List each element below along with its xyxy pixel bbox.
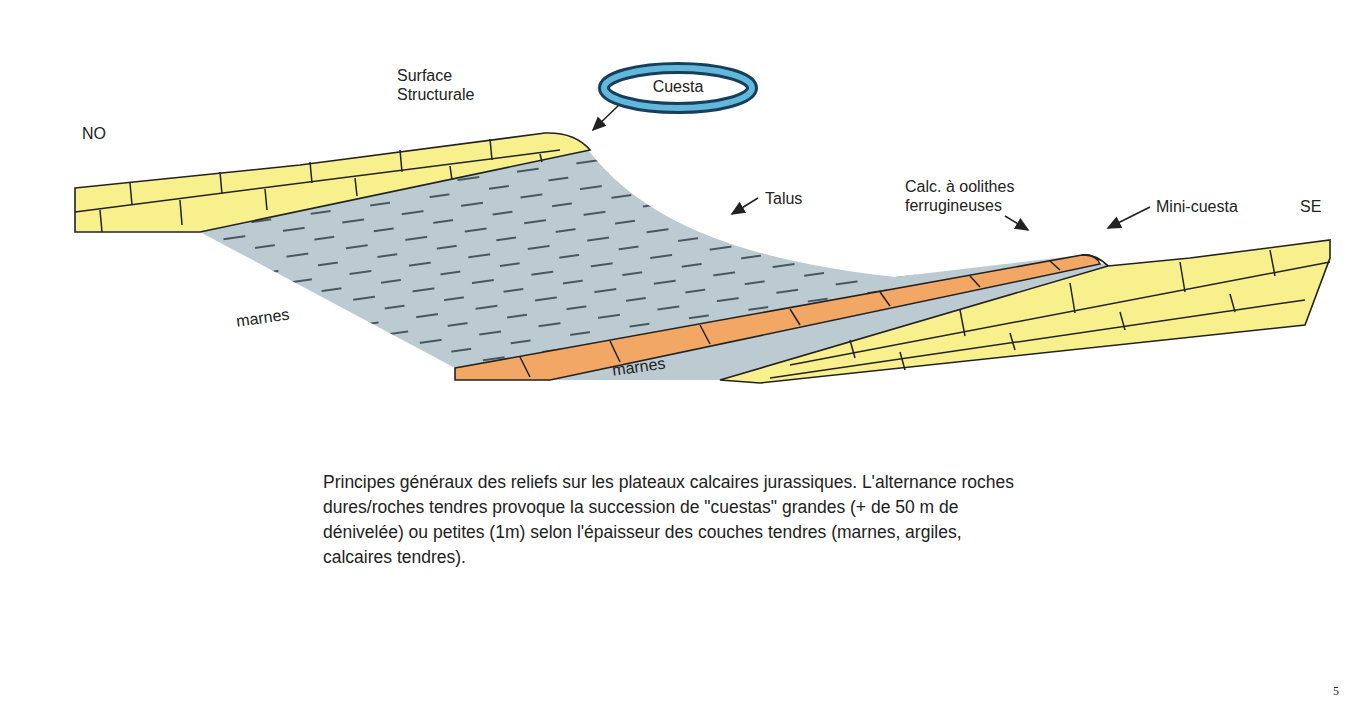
direction-label: NO — [82, 124, 106, 143]
surface-label: Surface Structurale — [397, 66, 507, 104]
mini-cuesta-label: Mini-cuesta — [1156, 197, 1238, 216]
direction-label: SE — [1300, 197, 1321, 216]
cuesta-label: Cuesta — [653, 77, 704, 96]
talus-label: Talus — [765, 189, 802, 208]
caption: Principes généraux des reliefs sur les p… — [323, 470, 1023, 570]
page-number: 5 — [1333, 682, 1339, 701]
layer-label: Calc. à oolithes ferrugineuses — [905, 177, 1030, 215]
marls-label: marnes — [235, 305, 290, 331]
highlight-ellipse: Cuesta — [598, 62, 758, 114]
